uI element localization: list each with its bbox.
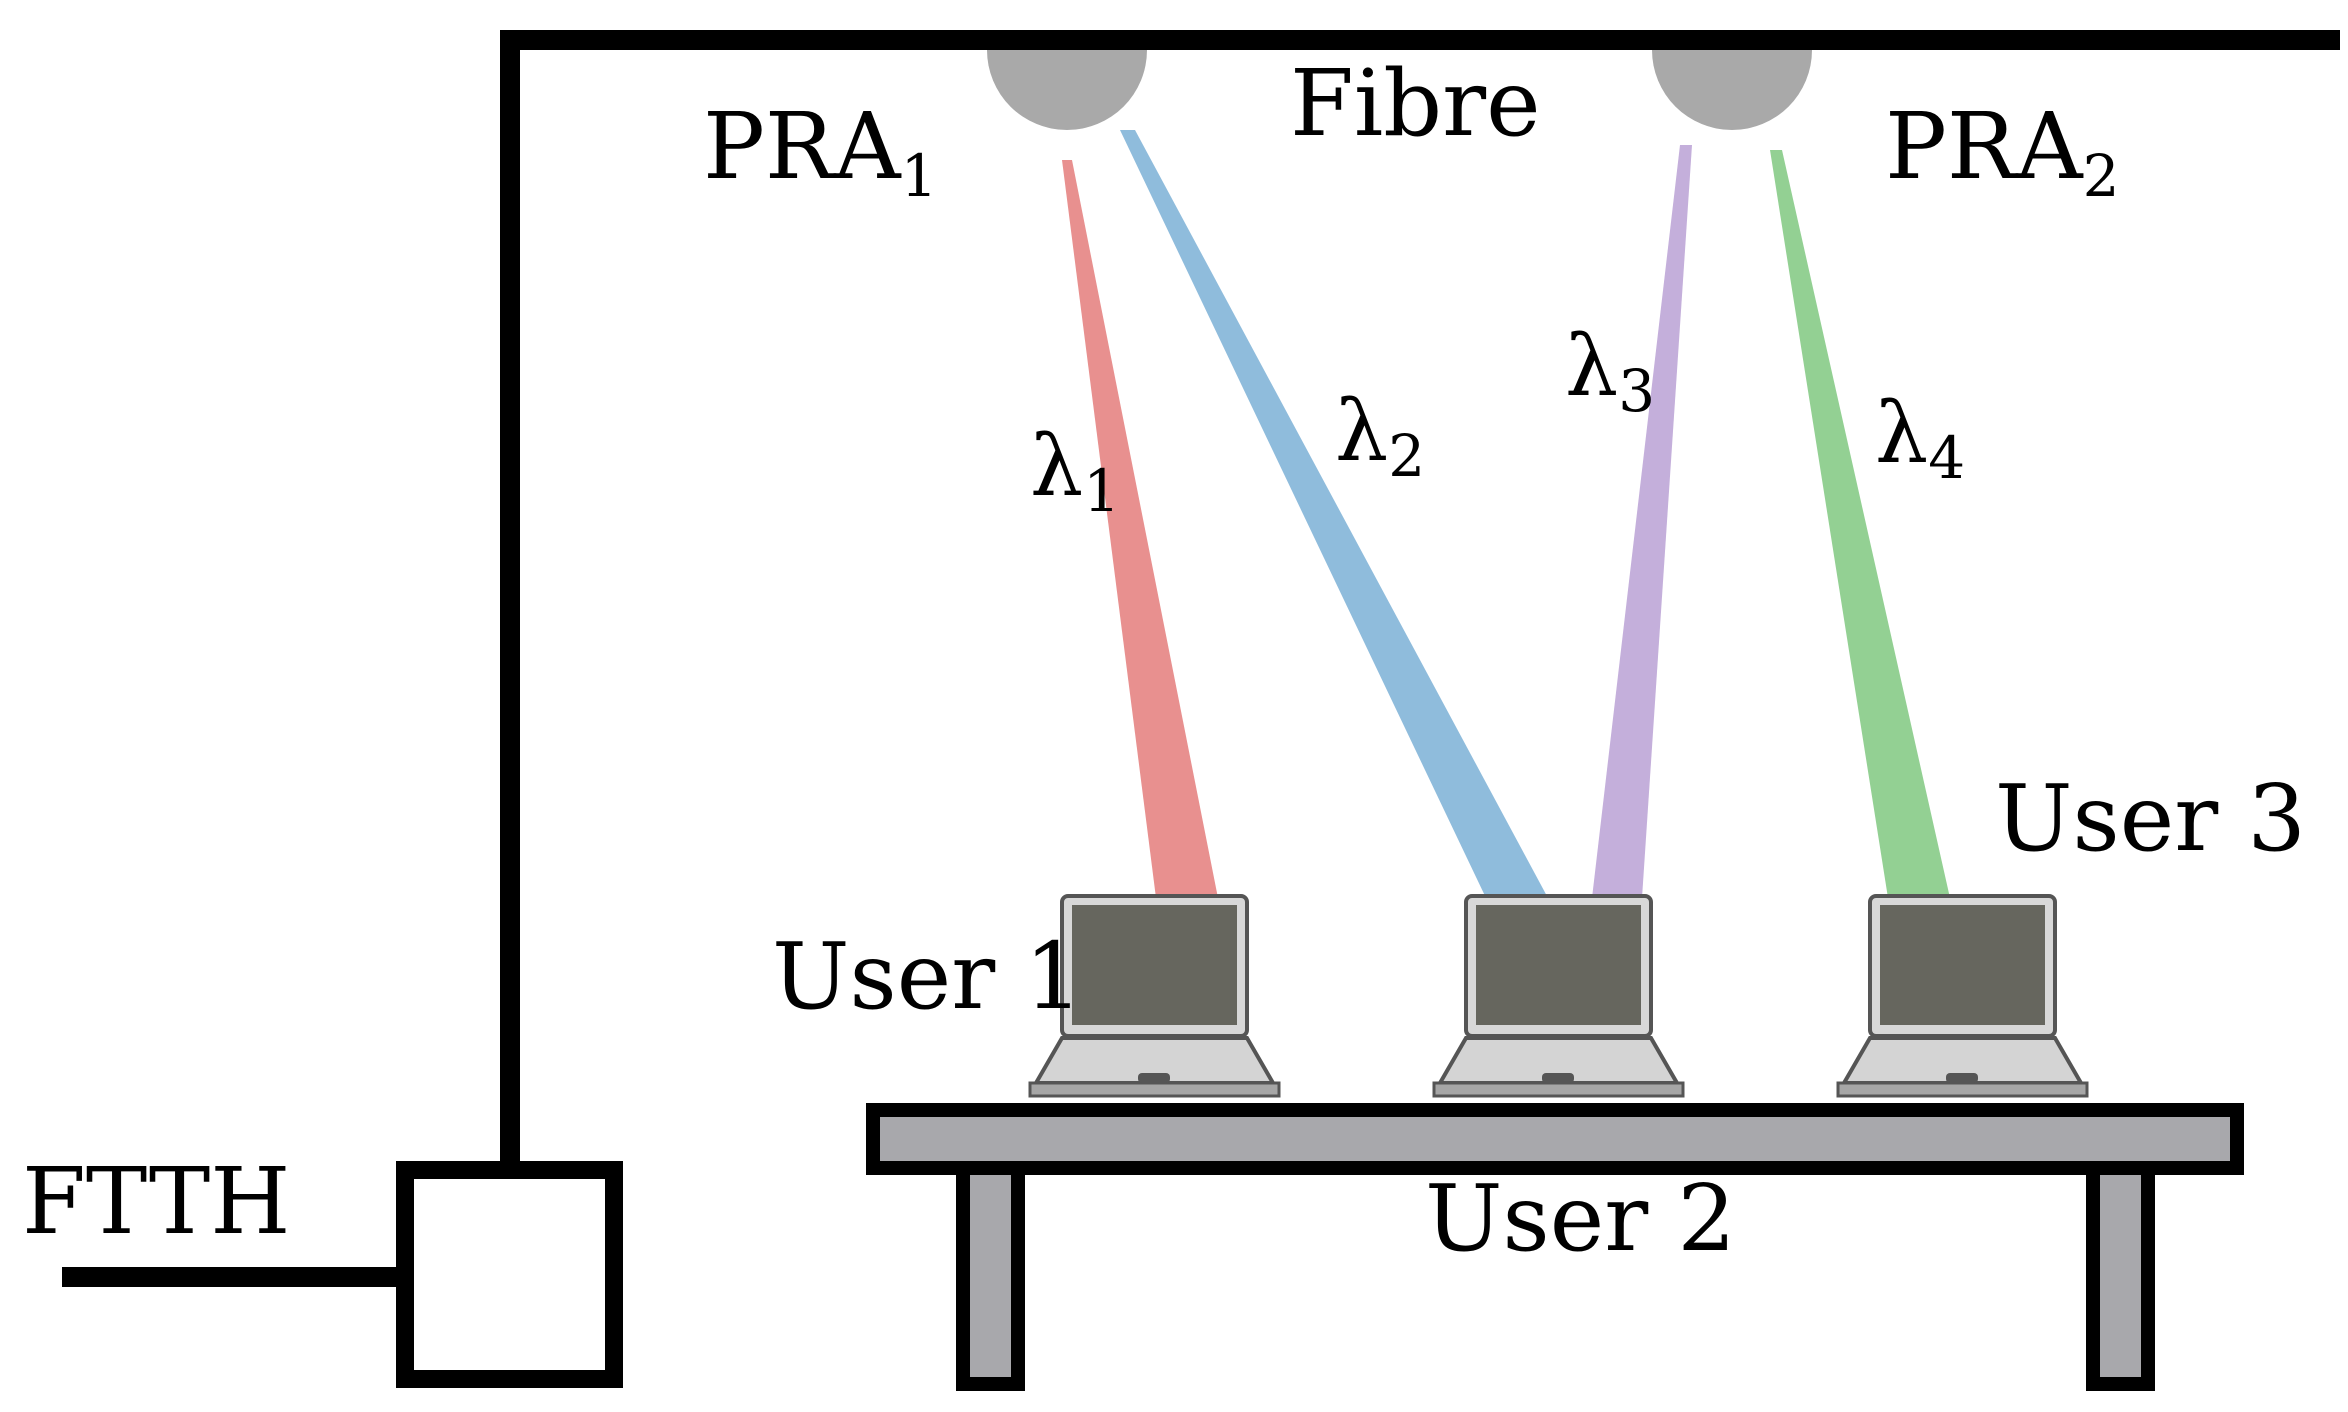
lambda2-label: λ2	[1335, 382, 1425, 490]
laptop-user2	[1432, 894, 1685, 1098]
beam-lambda3	[1592, 145, 1692, 898]
ftth-label: FTTH	[22, 1148, 291, 1255]
laptop-user3	[1836, 894, 2089, 1098]
user3-label: User 3	[1995, 765, 2306, 872]
fibre-label: Fibre	[1290, 50, 1541, 157]
lambda4-label: λ4	[1875, 384, 1965, 492]
pra1-receiver	[987, 40, 1147, 130]
beam-lambda2	[1120, 130, 1548, 898]
user2-label: User 2	[1425, 1165, 1736, 1272]
pra2-label: PRA2	[1885, 93, 2120, 210]
beam-lambda1	[1062, 160, 1218, 898]
ftth-box	[396, 1161, 623, 1388]
table	[866, 1103, 2244, 1391]
user1-label: User 1	[772, 923, 1083, 1030]
lambda1-label: λ1	[1030, 417, 1120, 525]
pra1-label: PRA1	[703, 93, 938, 210]
beam-lambda4	[1770, 150, 1950, 898]
pra2-receiver	[1652, 40, 1812, 130]
lambda3-label: λ3	[1565, 317, 1655, 425]
laptop-user1	[1028, 894, 1281, 1098]
